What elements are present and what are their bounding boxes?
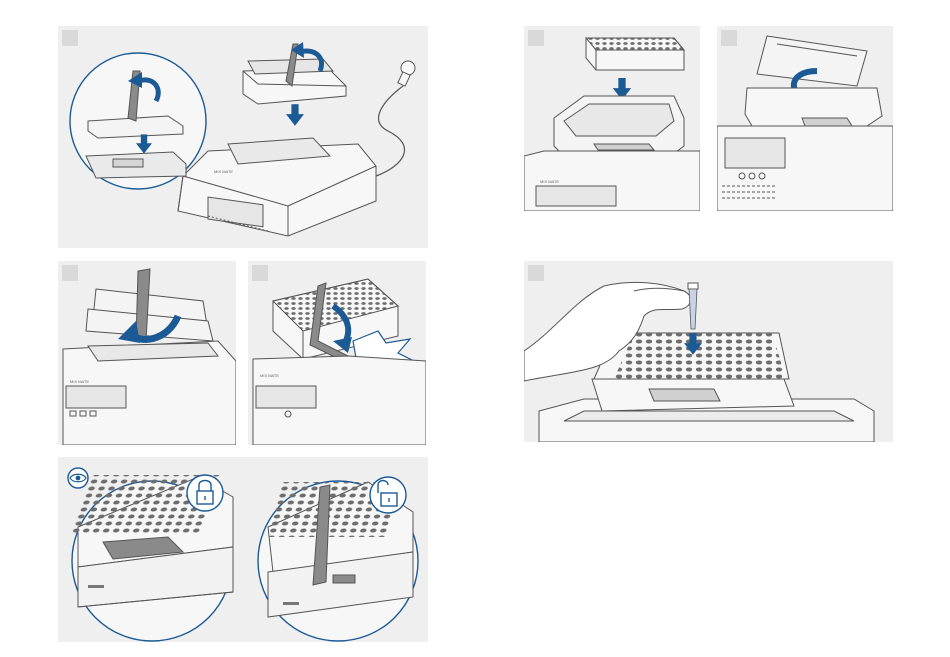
device-brand-label: MIX MATE	[540, 179, 559, 184]
device-brand-label: MIX MATE	[70, 379, 89, 384]
device-base	[253, 356, 426, 445]
illustration-place-thermoblock: MIX MATE	[58, 26, 428, 248]
device-base	[717, 126, 893, 211]
mixer-device	[178, 138, 376, 236]
panel-insert-tube	[524, 261, 893, 442]
block-tilted	[86, 269, 213, 341]
thermoblock-lifted	[243, 44, 346, 104]
lock-open-icon	[370, 477, 406, 513]
zoom-detail-circle	[70, 53, 206, 189]
arrow-down-icon	[286, 104, 304, 126]
illustration-close-lid	[717, 26, 893, 211]
panel-place-thermoblock: MIX MATE	[58, 26, 428, 248]
illustration-lower-lever: MIX MATE	[58, 261, 236, 445]
tube-block	[586, 38, 684, 70]
panel-insert-block: MIX MATE	[524, 26, 700, 211]
panel-lever-snap: MIX MATE	[248, 261, 426, 445]
device-brand-label: MIX MATE	[214, 169, 233, 174]
panel-lower-lever: MIX MATE	[58, 261, 236, 445]
eye-icon	[68, 468, 88, 488]
lid-open	[757, 36, 867, 86]
block-in-adapter	[745, 88, 882, 126]
illustration-insert-block: MIX MATE	[524, 26, 700, 211]
sample-tube	[688, 283, 698, 329]
illustration-lever-snap: MIX MATE	[248, 261, 426, 445]
panel-check-lock	[58, 457, 428, 642]
power-cable	[376, 86, 405, 176]
illustration-check-lock	[58, 457, 428, 642]
illustration-insert-tube	[524, 261, 893, 442]
lock-closed-icon	[187, 475, 223, 511]
device-brand-label: MIX MATE	[260, 373, 279, 378]
panel-close-lid	[717, 26, 893, 211]
device-base	[63, 341, 236, 445]
